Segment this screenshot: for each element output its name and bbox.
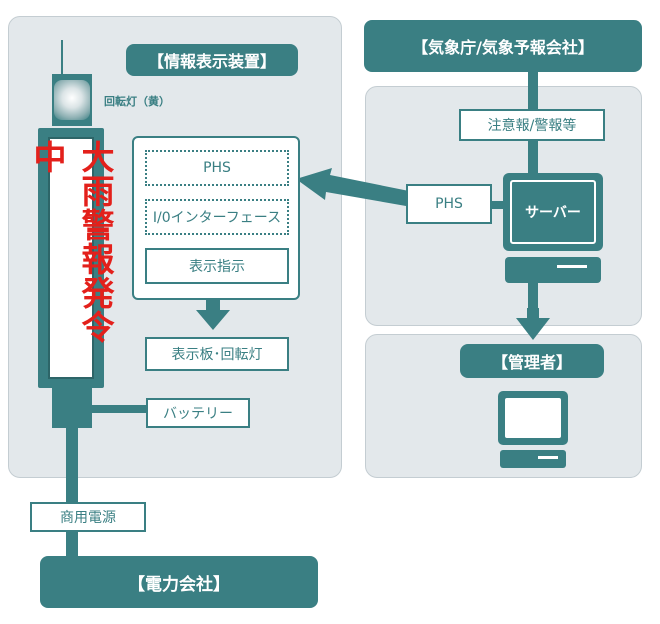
admin-title: 【管理者】 (460, 344, 604, 378)
warning-sign-text: 大雨警報発令中 (28, 140, 115, 344)
server-to-admin-line (528, 282, 538, 312)
commercial-power-box: 商用電源 (30, 502, 146, 532)
phs-arrow-icon (296, 168, 409, 206)
admin-base (500, 450, 566, 468)
admin-screen (505, 398, 561, 438)
sign-lower-body (52, 386, 92, 428)
phs-connector (490, 201, 504, 209)
io-interface-module: I/0インターフェース (145, 199, 289, 235)
display-board-lamp-box: 表示板･回転灯 (145, 337, 289, 371)
device-phs-module: PHS (145, 150, 289, 186)
lamp-antenna-icon (61, 40, 63, 76)
weather-agency-title: 【気象庁/気象予報会社】 (364, 20, 642, 72)
warnings-box: 注意報/警報等 (459, 109, 605, 141)
server-screen: サーバー (510, 180, 596, 244)
lamp-label: 回転灯（黄） (104, 95, 170, 108)
power-line (66, 426, 78, 556)
info-display-title: 【情報表示装置】 (126, 44, 298, 76)
server-base (505, 257, 601, 283)
admin-slot (538, 456, 558, 459)
device-down-arrow-icon (196, 298, 230, 330)
battery-box: バッテリー (146, 398, 250, 428)
battery-connector (92, 405, 148, 413)
server-slot (557, 265, 587, 268)
warning-sign-inner (48, 137, 94, 379)
rotating-lamp-icon (54, 80, 90, 120)
display-instruction-module: 表示指示 (145, 248, 289, 284)
admin-down-arrow-icon (516, 308, 550, 340)
power-company-title: 【電力会社】 (40, 556, 318, 608)
right-phs-box: PHS (406, 184, 492, 224)
